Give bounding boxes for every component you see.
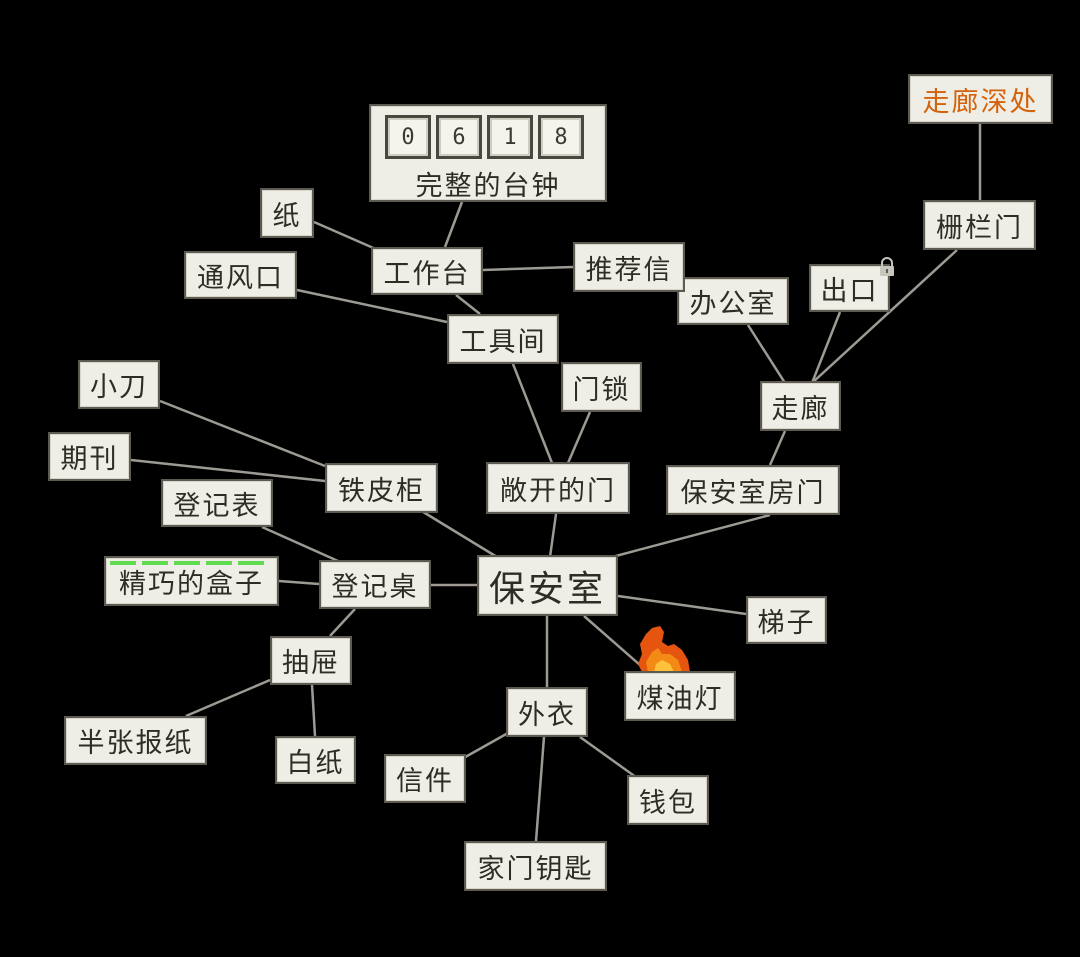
node-paper[interactable]: 纸 [260, 188, 314, 238]
connector-line [419, 508, 498, 559]
connector-line [579, 735, 641, 782]
node-fence-door[interactable]: 栅栏门 [923, 200, 1036, 250]
connector-line [810, 311, 842, 384]
clock-puzzle-node[interactable]: 0 6 1 8 完整的台钟 [369, 104, 607, 202]
connector-line [310, 684, 317, 737]
node-tool-room[interactable]: 工具间 [447, 314, 559, 364]
connector-line [566, 411, 592, 464]
node-door-lock[interactable]: 门锁 [561, 362, 642, 412]
connector-line [296, 288, 448, 324]
node-vent[interactable]: 通风口 [184, 251, 297, 299]
connector-line [534, 736, 546, 842]
node-envelope[interactable]: 信件 [384, 754, 466, 803]
node-tin-cabinet[interactable]: 铁皮柜 [325, 463, 438, 513]
progress-segment [110, 561, 136, 565]
node-knife[interactable]: 小刀 [78, 360, 160, 409]
connector-line [443, 201, 464, 248]
connector-line [329, 608, 356, 637]
connector-line [455, 294, 481, 315]
connector-line [583, 615, 649, 673]
flame-icon [638, 626, 690, 672]
node-security-room[interactable]: 保安室 [477, 555, 618, 616]
connector-line [313, 220, 379, 252]
node-recommendation-letter[interactable]: 推荐信 [573, 242, 685, 292]
connector-line [746, 324, 787, 384]
connector-line [159, 399, 326, 468]
node-ladder[interactable]: 梯子 [746, 596, 827, 644]
clock-label: 完整的台钟 [415, 171, 561, 202]
connector-line [261, 525, 339, 563]
progress-segment [238, 561, 264, 565]
connector-line [130, 458, 326, 483]
node-office[interactable]: 办公室 [677, 277, 789, 325]
node-register-form[interactable]: 登记表 [161, 479, 273, 527]
connector-line [548, 513, 558, 558]
connector-line [482, 265, 574, 272]
node-drawer[interactable]: 抽屉 [270, 636, 352, 685]
node-journal[interactable]: 期刊 [48, 432, 131, 481]
box-progress-bar [110, 561, 264, 565]
node-register-desk[interactable]: 登记桌 [319, 560, 431, 609]
combination-dials: 0 6 1 8 [385, 115, 584, 159]
connector-line [511, 363, 554, 464]
connector-line [185, 678, 271, 718]
connector-line [768, 430, 787, 466]
connector-line [278, 579, 320, 586]
node-open-door[interactable]: 敞开的门 [486, 462, 630, 514]
node-half-newspaper[interactable]: 半张报纸 [64, 716, 207, 765]
progress-segment [206, 561, 232, 565]
progress-segment [174, 561, 200, 565]
node-house-key[interactable]: 家门钥匙 [464, 841, 607, 891]
clock-digit-3[interactable]: 1 [487, 115, 533, 159]
node-coat[interactable]: 外衣 [506, 687, 588, 737]
node-corridor[interactable]: 走廊 [760, 381, 841, 431]
clock-digit-4[interactable]: 8 [538, 115, 584, 159]
connector-line [811, 249, 958, 384]
padlock-icon [880, 257, 894, 276]
clock-digit-1[interactable]: 0 [385, 115, 431, 159]
node-kerosene-lamp[interactable]: 煤油灯 [624, 671, 736, 721]
node-exit[interactable]: 出口 [809, 264, 890, 312]
progress-segment [142, 561, 168, 565]
node-corridor-deep[interactable]: 走廊深处 [908, 74, 1053, 124]
node-security-door[interactable]: 保安室房门 [666, 465, 840, 515]
node-workbench[interactable]: 工作台 [371, 247, 483, 295]
connector-line [459, 731, 509, 762]
connector-line [617, 594, 747, 616]
clock-digit-2[interactable]: 6 [436, 115, 482, 159]
node-white-paper[interactable]: 白纸 [275, 736, 356, 784]
connector-line [611, 513, 771, 559]
node-wallet[interactable]: 钱包 [627, 775, 709, 825]
